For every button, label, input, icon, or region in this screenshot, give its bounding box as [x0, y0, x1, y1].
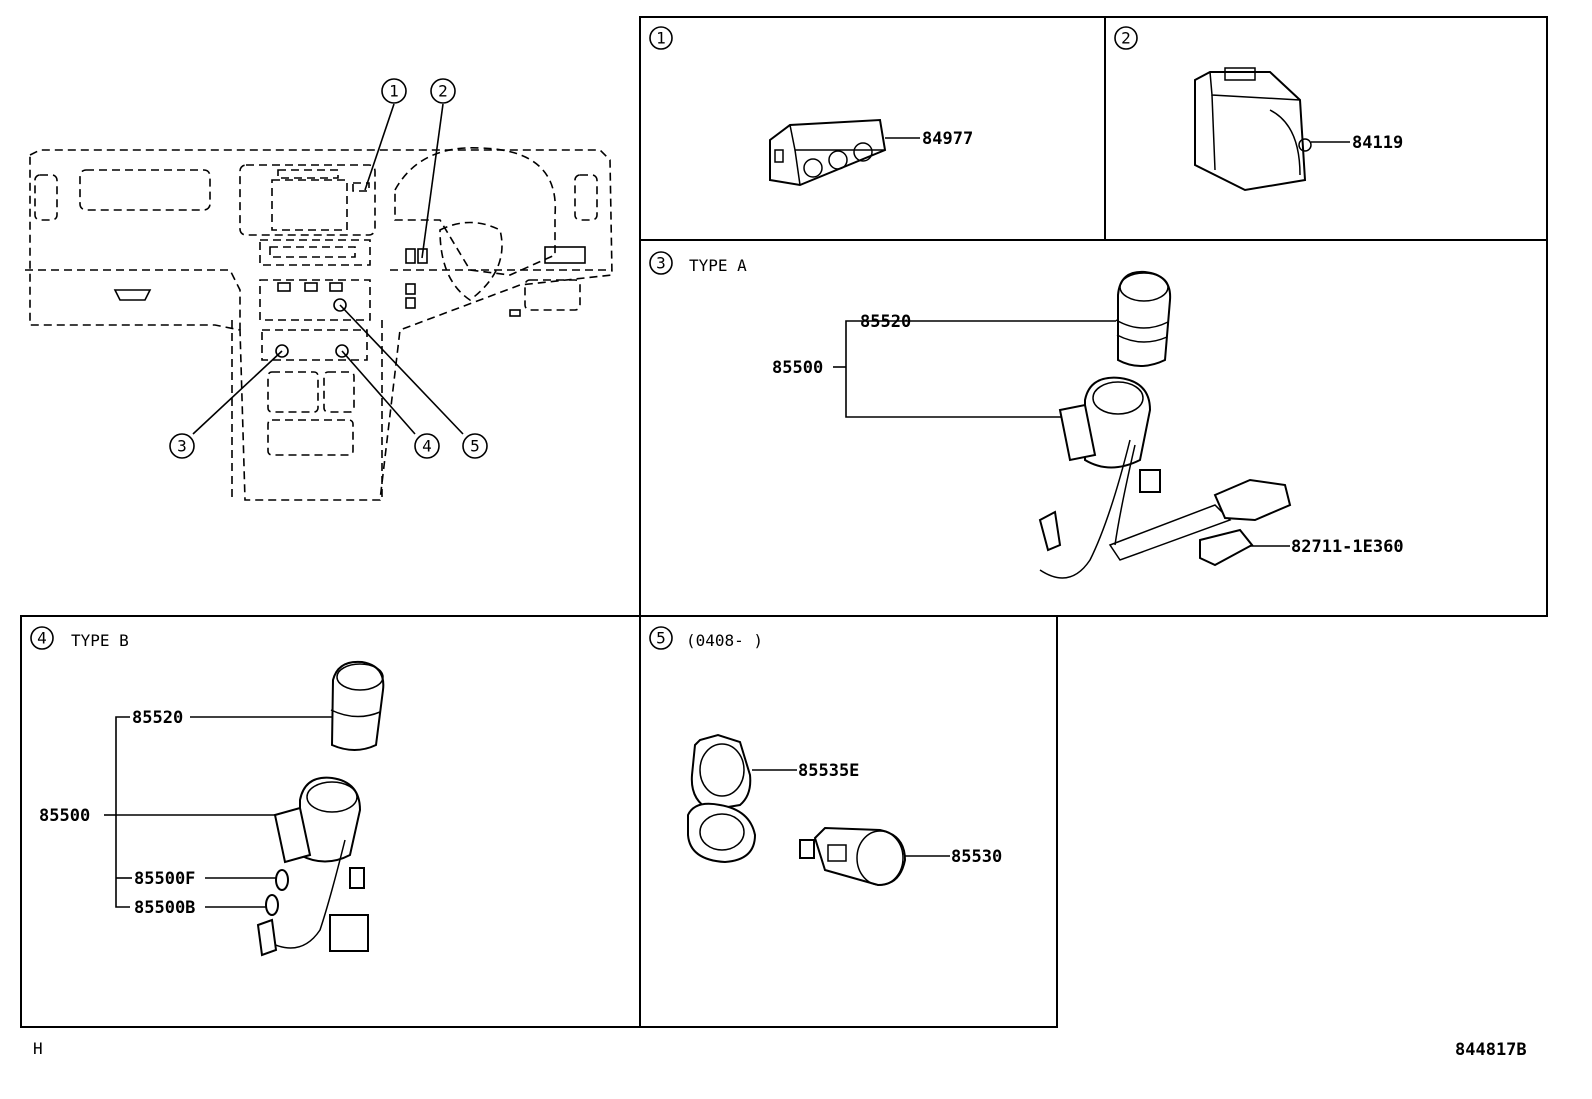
part-85500-b: 85500	[39, 806, 90, 826]
cover-cap-icon	[687, 733, 757, 864]
part-84977: 84977	[922, 129, 973, 149]
part-85500-a: 85500	[772, 358, 823, 378]
lighter-socket-icon	[273, 776, 362, 864]
part-84119: 84119	[1352, 133, 1403, 153]
switch-module-icon	[769, 118, 887, 187]
lighter-socket-icon	[1058, 376, 1152, 469]
part-85520-a: 85520	[860, 312, 911, 332]
panel-2: 2 84119	[1114, 26, 1403, 192]
panel-5-index: 5	[656, 629, 666, 648]
overview-callout-2: 2	[438, 82, 448, 101]
panel-3-type: TYPE A	[689, 256, 747, 275]
part-85520-b: 85520	[132, 708, 183, 728]
panel-4-type: TYPE B	[71, 631, 129, 650]
part-85500B: 85500B	[134, 898, 195, 918]
panel-2-index: 2	[1121, 29, 1131, 48]
panel-5: 5 (0408- ) 85535E 85530	[649, 626, 1002, 887]
dashboard-overview: 1 2 3 4 5	[25, 78, 613, 501]
part-85530: 85530	[951, 847, 1002, 867]
overview-callout-4: 4	[422, 437, 432, 456]
overview-callout-3: 3	[177, 437, 187, 456]
footer-left-code: H	[33, 1039, 43, 1058]
panel-1: 1 84977	[649, 26, 973, 187]
panel-4: 4 TYPE B 85520 85500 85500F 85500B	[30, 626, 385, 957]
overview-callout-5: 5	[470, 437, 480, 456]
part-85500F: 85500F	[134, 869, 195, 889]
relay-switch-icon	[1194, 67, 1312, 192]
panel-1-index: 1	[656, 29, 666, 48]
panel-3-index: 3	[656, 254, 666, 273]
part-85535E: 85535E	[798, 761, 859, 781]
power-outlet-icon	[799, 826, 907, 887]
lighter-plug-icon	[330, 660, 385, 751]
overview-callout-1: 1	[389, 82, 399, 101]
panel-5-type: (0408- )	[686, 631, 763, 650]
diagram-reference-code: 844817B	[1455, 1040, 1527, 1060]
lighter-plug-icon	[1115, 270, 1172, 367]
part-82711-1E360: 82711-1E360	[1291, 537, 1404, 557]
panel-borders	[20, 16, 1548, 1028]
panel-3: 3 TYPE A 85520 85500 82711-1E360	[649, 251, 1404, 579]
panel-4-index: 4	[37, 629, 47, 648]
